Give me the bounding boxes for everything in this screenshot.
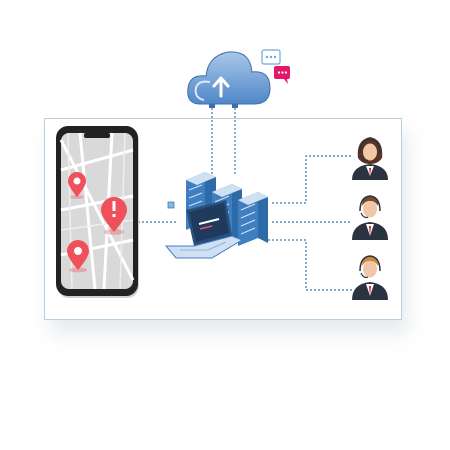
smartphone-map-icon xyxy=(56,126,139,298)
cloud-upload-icon xyxy=(187,51,271,108)
map-pin-icon xyxy=(67,239,90,273)
laptop-icon xyxy=(164,200,244,259)
chat-bubbles-icon xyxy=(261,49,290,84)
alert-pin-icon xyxy=(101,197,127,235)
map-pin-icon xyxy=(67,171,87,199)
support-agent-icon xyxy=(352,255,388,300)
connector-agent-3 xyxy=(268,239,352,291)
connector-lines xyxy=(138,108,352,291)
support-agent-icon xyxy=(352,137,388,180)
connector-agent-1 xyxy=(272,155,352,204)
support-agent-icon xyxy=(352,195,388,240)
